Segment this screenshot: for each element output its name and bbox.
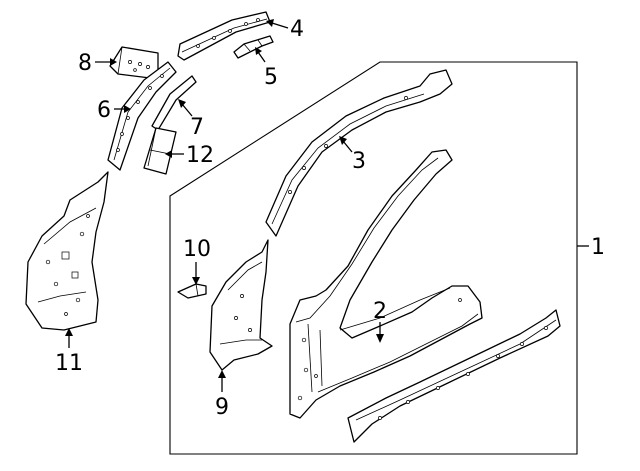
part-6-pillar-upper	[107, 61, 177, 171]
part-3-pillar-outer	[265, 69, 453, 237]
part-12-block	[143, 127, 177, 175]
part-10-clip	[177, 283, 207, 299]
part-11-pillar-lower	[25, 171, 109, 331]
rocker-panel	[347, 309, 561, 443]
callout-2: 2	[373, 299, 387, 324]
part-5-reinforcement	[233, 35, 274, 59]
callout-4: 4	[290, 17, 304, 42]
callout-8: 8	[78, 51, 92, 76]
part-2-body-side	[289, 149, 483, 419]
part-8-bracket	[109, 46, 159, 80]
callout-7: 7	[190, 115, 204, 140]
callout-5: 5	[264, 65, 278, 90]
part-4-roof-rail	[177, 11, 271, 61]
part-9-bracket	[209, 239, 273, 371]
callout-9: 9	[215, 395, 229, 420]
assembly-box	[169, 61, 578, 455]
callout-10: 10	[183, 237, 211, 262]
callout-1: 1	[591, 235, 605, 260]
callout-11: 11	[55, 351, 83, 376]
callout-12: 12	[186, 143, 214, 168]
callout-6: 6	[97, 98, 111, 123]
callout-leaders	[65, 19, 589, 392]
callout-3: 3	[352, 149, 366, 174]
